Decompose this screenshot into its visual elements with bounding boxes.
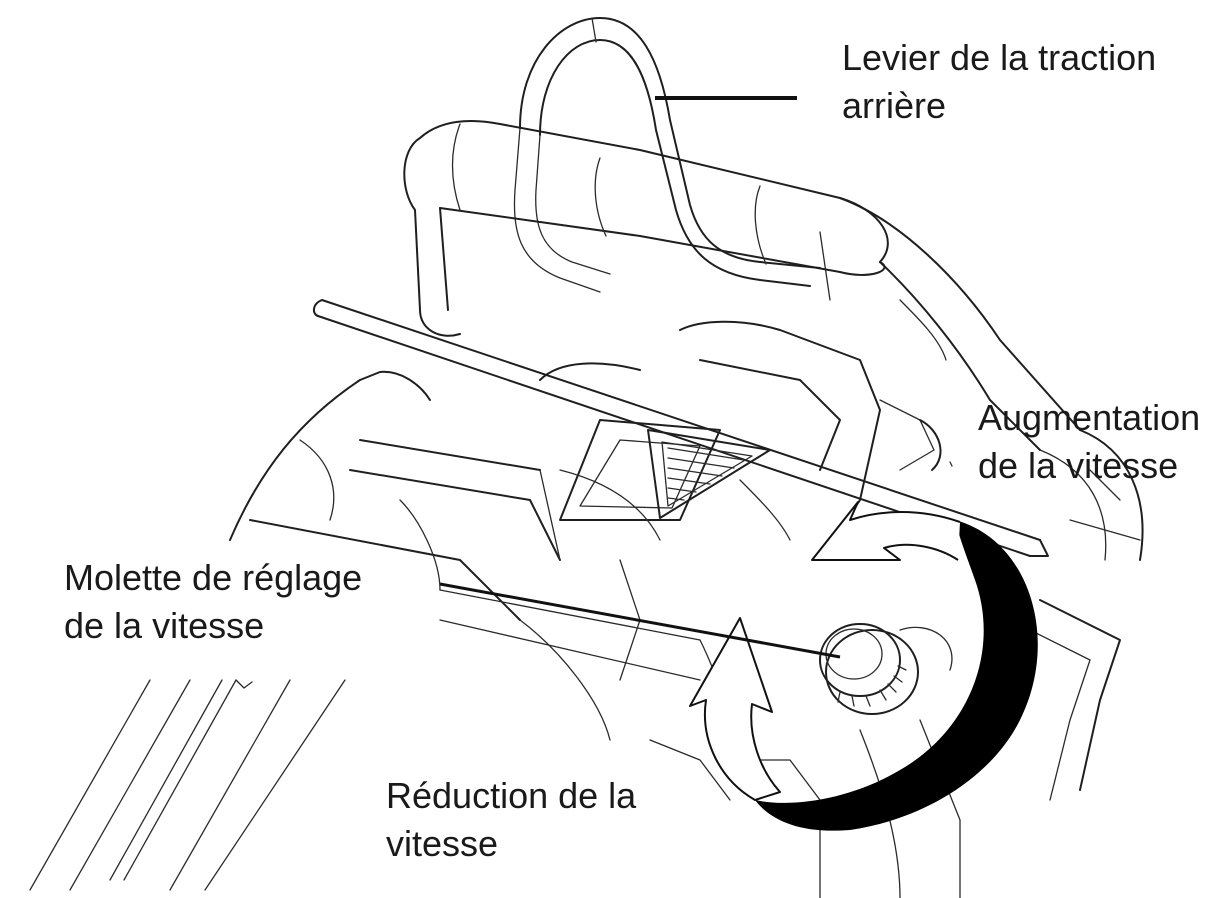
leader-speed-increase: [949, 461, 953, 467]
rear-traction-lever: [513, 17, 821, 293]
label-speed-increase: Augmentation de la vitesse: [978, 397, 1201, 486]
central-housing: [539, 320, 942, 561]
arrow-increase-icon: [811, 501, 961, 561]
speed-knob: [819, 623, 953, 715]
vent-triangle: [647, 429, 771, 519]
left-body: [229, 370, 821, 898]
floor-lines: [29, 679, 346, 891]
lower-right-frame: [859, 599, 1121, 898]
arrow-decrease-icon: [689, 617, 781, 801]
handlebar: [403, 119, 889, 337]
rotation-band: [755, 520, 1038, 831]
side-frame: [819, 197, 1144, 561]
label-speed-decrease: Réduction de la vitesse: [386, 775, 637, 864]
leader-speed-knob: [439, 582, 841, 659]
label-speed-knob: Molette de réglage de la vitesse: [64, 557, 363, 646]
label-rear-traction-lever: Levier de la traction arrière: [842, 37, 1157, 126]
